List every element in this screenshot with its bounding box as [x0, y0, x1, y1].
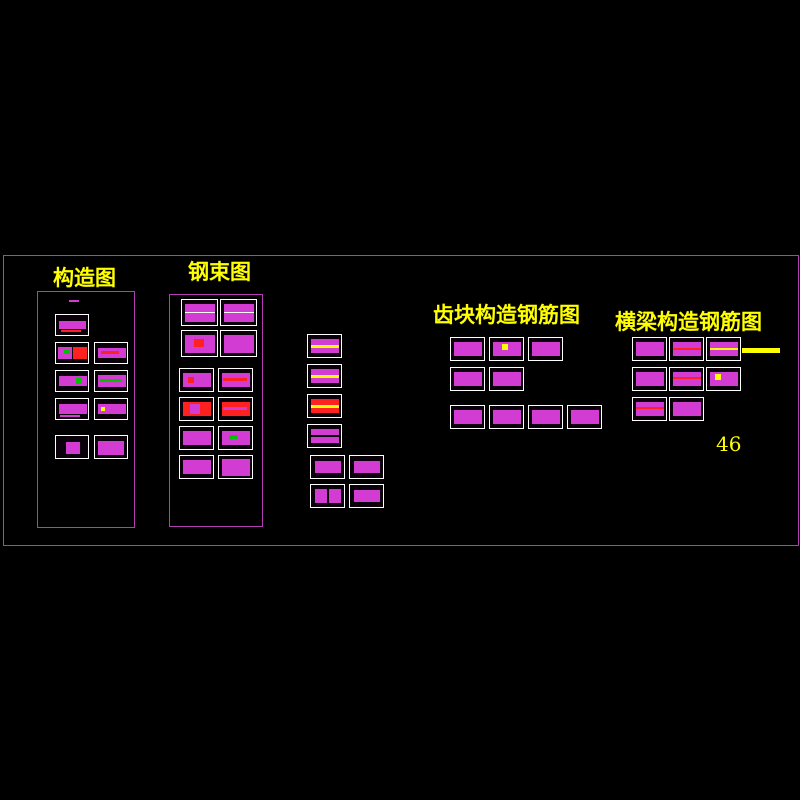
drawing-sheet: [55, 398, 89, 420]
drawing-sheet: [632, 397, 667, 421]
drawing-sheet: [489, 405, 524, 429]
drawing-sheet: [669, 367, 704, 391]
drawing-sheet: [310, 455, 345, 479]
drawing-sheet: [55, 435, 89, 459]
drawing-sheet: [220, 299, 257, 326]
group-label-anchor-block: 齿块构造钢筋图: [433, 303, 580, 327]
drawing-sheet: [181, 299, 218, 326]
drawing-border: [3, 255, 799, 546]
drawing-sheet: [307, 424, 342, 448]
drawing-sheet: [218, 455, 253, 479]
drawing-sheet: [528, 337, 563, 361]
drawing-sheet: [669, 397, 704, 421]
drawing-sheet: [349, 455, 384, 479]
drawing-sheet: [632, 367, 667, 391]
group-label-construction: 构造图: [53, 266, 116, 290]
drawing-sheet: [55, 314, 89, 336]
drawing-sheet: [310, 484, 345, 508]
construction-title-bar: [69, 300, 79, 302]
drawing-sheet: [567, 405, 602, 429]
drawing-sheet: [669, 337, 704, 361]
drawing-sheet: [94, 435, 128, 459]
drawing-sheet: [528, 405, 563, 429]
group-label-tendon: 钢束图: [188, 260, 251, 284]
drawing-sheet: [706, 337, 741, 361]
drawing-sheet: [181, 330, 218, 357]
drawing-sheet: [450, 405, 485, 429]
drawing-sheet: [349, 484, 384, 508]
drawing-sheet: [218, 426, 253, 450]
drawing-sheet: [55, 370, 89, 392]
drawing-sheet: [94, 370, 128, 392]
drawing-sheet: [179, 426, 214, 450]
drawing-sheet: [218, 368, 253, 392]
drawing-sheet: [307, 364, 342, 388]
drawing-sheet: [450, 337, 485, 361]
drawing-sheet: [307, 394, 342, 418]
drawing-sheet: [179, 368, 214, 392]
drawing-sheet: [55, 342, 89, 364]
drawing-sheet: [489, 337, 524, 361]
drawing-sheet: [94, 398, 128, 420]
drawing-sheet: [179, 397, 214, 421]
group-frame-construction: [37, 291, 135, 528]
drawing-sheet: [179, 455, 214, 479]
drawing-sheet: [706, 367, 741, 391]
drawing-sheet: [307, 334, 342, 358]
drawing-sheet: [220, 330, 257, 357]
drawing-sheet: [489, 367, 524, 391]
drawing-sheet: [218, 397, 253, 421]
drawing-sheet: [450, 367, 485, 391]
drawing-sheet: [94, 342, 128, 364]
sheet-count-label: 46: [716, 432, 742, 456]
group-label-crossbeam: 横梁构造钢筋图: [615, 310, 762, 334]
group-frame-tendon: [169, 294, 263, 527]
crossbeam-note: [742, 348, 780, 353]
drawing-sheet: [632, 337, 667, 361]
